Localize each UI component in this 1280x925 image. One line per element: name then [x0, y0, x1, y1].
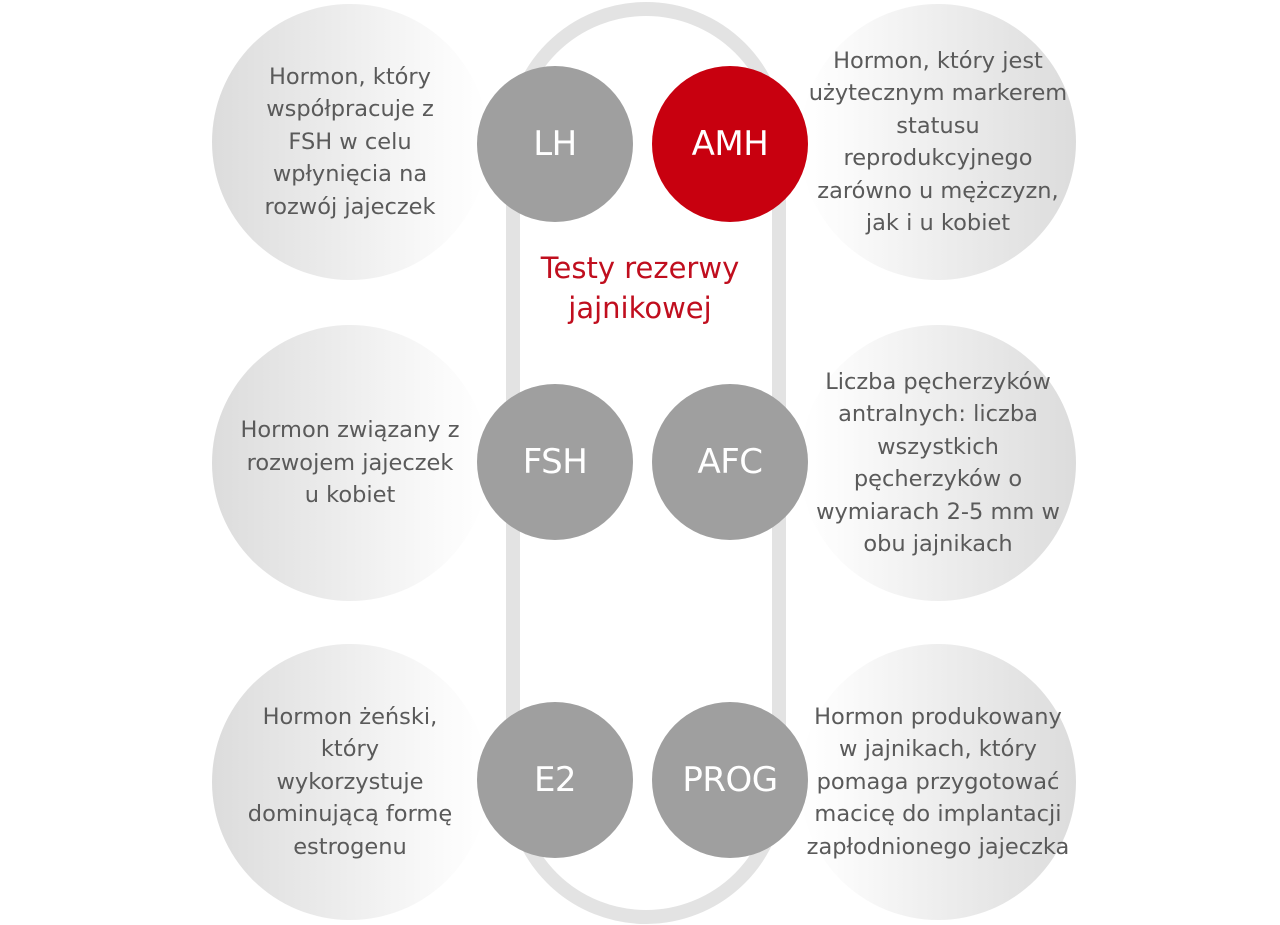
node-e2-label: E2	[533, 760, 577, 800]
node-lh-label: LH	[533, 124, 577, 164]
description-lh-text: Hormon, który współpracuje z FSH w celu …	[264, 63, 436, 220]
node-amh: AMH	[652, 66, 808, 222]
node-afc: AFC	[652, 384, 808, 540]
description-prog: Hormon produkowany w jajnikach, który po…	[800, 644, 1076, 920]
node-fsh-label: FSH	[522, 442, 588, 482]
node-lh: LH	[477, 66, 633, 222]
description-afc: Liczba pęcherzyków antralnych: liczba ws…	[800, 325, 1076, 601]
node-e2: E2	[477, 702, 633, 858]
node-fsh: FSH	[477, 384, 633, 540]
description-prog-text: Hormon produkowany w jajnikach, który po…	[806, 703, 1070, 860]
description-lh: Hormon, który współpracuje z FSH w celu …	[212, 4, 488, 280]
description-e2-text: Hormon żeński, który wykorzystuje dominu…	[247, 703, 453, 860]
description-fsh: Hormon związany z rozwojem jajeczek u ko…	[212, 325, 488, 601]
node-afc-label: AFC	[697, 442, 763, 482]
description-afc-text: Liczba pęcherzyków antralnych: liczba ws…	[816, 368, 1060, 558]
description-amh: Hormon, który jest użytecznym markerem s…	[800, 4, 1076, 280]
description-fsh-text: Hormon związany z rozwojem jajeczek u ko…	[240, 417, 460, 509]
node-prog-label: PROG	[682, 760, 778, 800]
node-amh-label: AMH	[691, 124, 769, 164]
node-prog: PROG	[652, 702, 808, 858]
diagram-title: Testy rezerwy jajnikowej	[540, 251, 740, 325]
description-e2: Hormon żeński, który wykorzystuje dominu…	[212, 644, 488, 920]
description-amh-text: Hormon, który jest użytecznym markerem s…	[808, 47, 1068, 237]
